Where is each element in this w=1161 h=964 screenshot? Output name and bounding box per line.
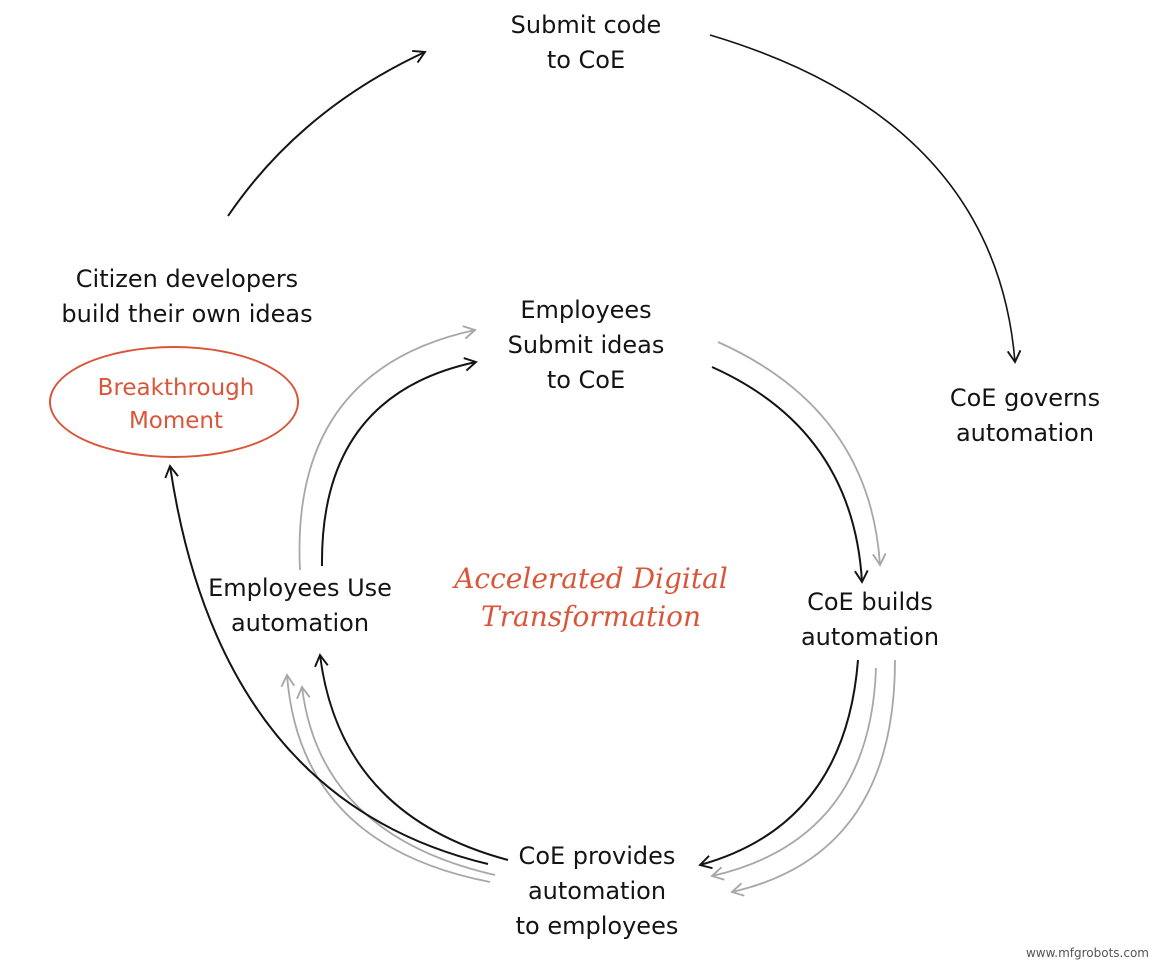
node-line: Citizen developers xyxy=(75,265,299,293)
node-line: automation xyxy=(230,609,370,637)
arrow-builds-to-provides xyxy=(698,659,859,870)
node-line: Employees xyxy=(520,296,652,324)
arrow-use-to-submit-ideas-ghost xyxy=(298,325,477,571)
arrow-use-to-submit-ideas xyxy=(320,357,478,567)
node-line: Moment xyxy=(128,408,224,434)
node-line: build their own ideas xyxy=(61,300,313,328)
arrow-citizen-to-submit xyxy=(227,49,427,217)
node-line: Employees Use xyxy=(208,574,392,602)
arrow-submit-ideas-to-builds xyxy=(711,366,869,584)
node-line: to CoE xyxy=(546,366,626,394)
node-line: CoE builds xyxy=(807,588,933,616)
center-title: Accelerated Digital Transformation xyxy=(454,560,728,636)
node-line: to CoE xyxy=(546,46,626,74)
arrow-submit-to-governs xyxy=(709,34,1022,364)
arrow-provides-to-breakthrough xyxy=(164,464,489,865)
node-line: Submit ideas xyxy=(507,331,665,359)
node-line: CoE governs xyxy=(949,384,1101,412)
center-title-line: Transformation xyxy=(480,600,702,633)
arrow-provides-to-use-ghost-1 xyxy=(296,685,496,876)
arrow-provides-to-use xyxy=(314,653,509,861)
node-line: Breakthrough xyxy=(97,375,255,401)
arrow-builds-to-provides-ghost-2 xyxy=(730,659,896,897)
node-line: automation xyxy=(955,419,1095,447)
arrow-provides-to-use-ghost-2 xyxy=(280,673,491,883)
node-breakthrough-moment: Breakthrough Moment xyxy=(98,372,255,438)
center-title-line: Accelerated Digital xyxy=(454,562,728,595)
node-employees-use-automation: Employees Use automation xyxy=(208,571,392,641)
node-line: to employees xyxy=(515,912,679,940)
node-coe-builds-automation: CoE builds automation xyxy=(801,585,939,655)
node-line: Submit code xyxy=(510,11,662,39)
node-line: automation xyxy=(527,877,667,905)
node-citizen-developers: Citizen developers build their own ideas xyxy=(61,262,312,332)
node-coe-provides-automation: CoE provides automation to employees xyxy=(516,839,679,944)
node-line: CoE provides xyxy=(518,842,676,870)
arrow-builds-to-provides-ghost-1 xyxy=(710,667,877,881)
breakthrough-ellipse xyxy=(49,346,299,458)
node-submit-code: Submit code to CoE xyxy=(511,8,662,78)
arrow-submit-ideas-to-builds-ghost xyxy=(717,341,887,567)
node-line: automation xyxy=(800,623,940,651)
node-coe-governs: CoE governs automation xyxy=(950,381,1100,451)
watermark: www.mfgrobots.com xyxy=(1025,946,1149,960)
node-employees-submit-ideas: Employees Submit ideas to CoE xyxy=(508,293,665,398)
